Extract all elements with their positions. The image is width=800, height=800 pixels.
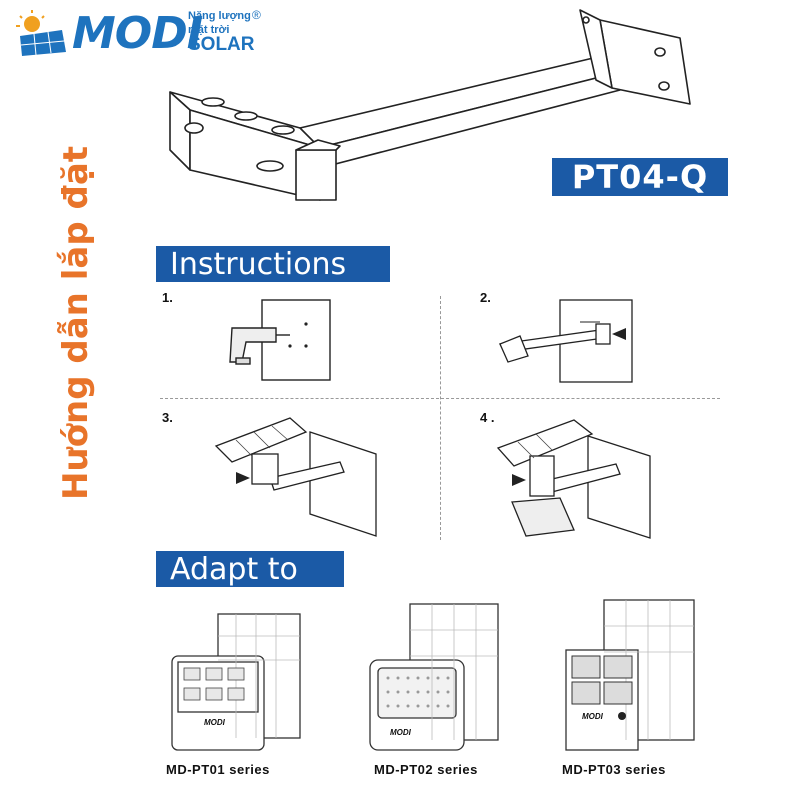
step-number-1: 1. xyxy=(162,290,173,305)
bracket-illustration xyxy=(169,9,691,201)
logo-tagline-1: Năng lượng xyxy=(188,10,251,22)
grid-divider-horizontal xyxy=(160,398,720,399)
step-number-4: 4 . xyxy=(480,410,495,425)
logo-brand: MODI xyxy=(72,8,203,59)
grid-divider-vertical xyxy=(440,296,441,540)
step-number-3: 3. xyxy=(162,410,173,425)
series-label-pt01: MD-PT01 series xyxy=(166,762,270,777)
sun-panel-icon xyxy=(16,10,66,56)
step-number-2: 2. xyxy=(480,290,491,305)
logo-tagline-2: mặt trời xyxy=(188,24,230,36)
brand-logo: MODI Năng lượng mặt trời SOLAR ® xyxy=(12,6,272,59)
product-2-brand: MODI xyxy=(390,728,411,737)
series-label-pt03: MD-PT03 series xyxy=(562,762,666,777)
product-3-brand: MODI xyxy=(582,712,603,721)
adapt-to-heading: Adapt to xyxy=(156,551,344,587)
product-model-label: PT04-Q xyxy=(552,158,728,196)
product-1-brand: MODI xyxy=(204,718,225,727)
logo-registered: ® xyxy=(252,8,261,22)
instructions-heading: Instructions xyxy=(156,246,390,282)
series-label-pt02: MD-PT02 series xyxy=(374,762,478,777)
logo-solar: SOLAR xyxy=(188,34,255,55)
